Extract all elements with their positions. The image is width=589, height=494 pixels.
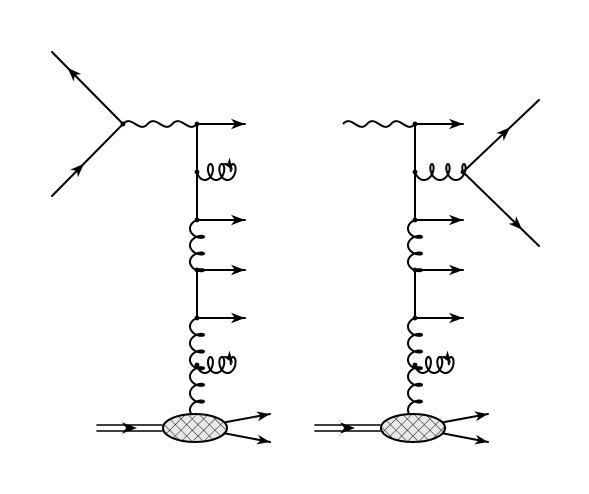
emitted-gluon-upper <box>196 163 237 181</box>
proton-blob <box>162 413 228 443</box>
proton-blob-remnant-a-arrow <box>256 411 270 422</box>
vertex-3 <box>412 267 418 273</box>
gluon-rung-lower <box>407 317 423 421</box>
photon-left <box>122 120 198 128</box>
photon-right <box>342 120 416 128</box>
proton-blob <box>380 413 446 443</box>
proton-blob-remnant-b-arrow <box>256 434 270 445</box>
diagram-right <box>314 99 540 445</box>
lepton-pair-lower <box>462 171 540 247</box>
gluon-rung-lower <box>189 317 205 421</box>
lepton-outgoing-arrow <box>67 67 82 82</box>
emitted-gluon-lower-arrow <box>222 350 233 363</box>
outgoing-quark-2-arrow <box>231 214 245 226</box>
outgoing-quark-4-arrow <box>449 312 463 324</box>
outgoing-quark-1-arrow <box>231 118 245 130</box>
lepton-incoming <box>51 123 124 197</box>
proton-blob-remnant-b-arrow <box>474 434 488 445</box>
lepton-outgoing <box>51 51 124 125</box>
proton-blob-in-arrow <box>122 422 137 434</box>
emitted-gluon-lower <box>414 356 455 374</box>
proton-blob-remnant-a-arrow <box>474 411 488 422</box>
outgoing-quark-3-arrow <box>231 264 245 276</box>
lepton-pair-lower-arrow <box>508 216 523 230</box>
outgoing-quark-3-arrow <box>449 264 463 276</box>
outgoing-quark-4-arrow <box>231 312 245 324</box>
emitted-gluon-lower-arrow <box>440 350 451 363</box>
gluon-rung-1 <box>189 219 205 273</box>
vertex-3 <box>194 267 200 273</box>
diagram-left <box>51 51 271 445</box>
proton-blob-in-arrow <box>340 422 355 434</box>
emitted-gluon-lower <box>196 356 237 374</box>
vertex-top <box>194 121 200 127</box>
lepton-pair-upper <box>462 99 540 173</box>
outgoing-quark-1-arrow <box>449 118 463 130</box>
vertex-top <box>412 121 418 127</box>
lepton-incoming-arrow <box>70 163 84 178</box>
gluon-rung-1 <box>407 219 423 273</box>
lepton-pair-upper-arrow <box>496 127 511 141</box>
emitted-gluon-upper-arrow <box>222 157 233 170</box>
gluon-to-lepton-pair <box>414 163 467 181</box>
outgoing-quark-2-arrow <box>449 214 463 226</box>
